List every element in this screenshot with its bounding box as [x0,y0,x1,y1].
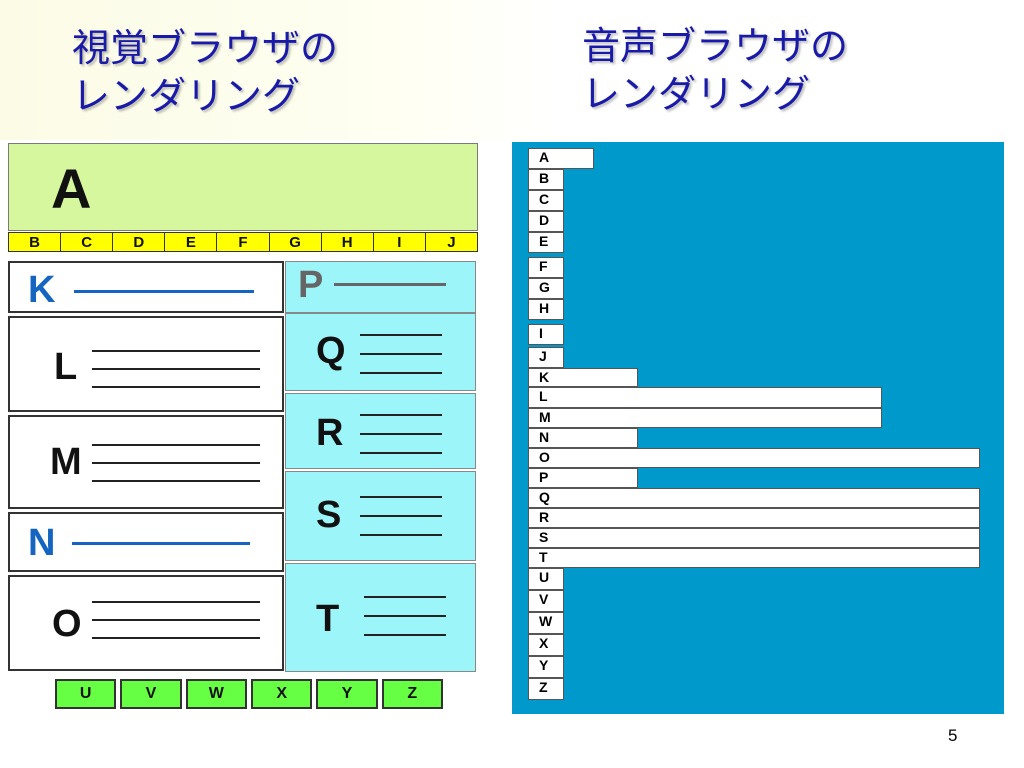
audio-item-i: I [528,324,564,345]
text-line [360,515,442,517]
audio-item-c: C [528,190,564,211]
page-number: 5 [948,726,958,745]
nav-item[interactable]: E [165,232,218,252]
text-line [92,444,260,446]
footer-item[interactable]: X [250,679,313,709]
audio-item-p: P [528,468,638,488]
heading-line [74,290,254,293]
text-line [360,414,442,416]
audio-item-r: R [528,508,980,528]
audio-item-q: Q [528,488,980,508]
block-letter: M [50,441,82,483]
nav-item[interactable]: C [61,232,114,252]
audio-item-x: X [528,634,564,656]
audio-item-f: F [528,257,564,278]
block-letter: Q [316,330,346,372]
text-line [92,386,260,388]
block-letter: S [316,494,342,536]
text-line [360,452,442,454]
audio-rendering-title: 音声ブラウザの レンダリング [582,24,849,116]
text-line [92,601,260,603]
text-line [360,496,442,498]
text-line [360,534,442,536]
text-line [92,480,260,482]
text-block-r: R [285,393,476,469]
audio-item-o: O [528,448,980,468]
audio-item-j: J [528,347,564,368]
block-letter: L [54,346,78,388]
footer-item[interactable]: U [55,679,117,709]
text-block-t: T [285,563,476,672]
heading-block-n: N [8,512,284,572]
nav-item[interactable]: I [373,232,426,252]
heading-letter: K [28,269,56,311]
audio-item-e: E [528,232,564,253]
nav-item[interactable]: D [113,232,166,252]
text-line [360,353,442,355]
visual-rendering-title: 視覚ブラウザの レンダリング [72,26,339,118]
header-block: A [8,143,478,231]
footer-item[interactable]: V [120,679,182,709]
text-line [92,368,260,370]
heading-block-p: P [285,261,476,313]
audio-item-v: V [528,590,564,612]
text-line [364,634,446,636]
heading-letter: P [298,264,324,306]
text-block-m: M [8,415,284,509]
block-letter: T [316,598,340,640]
text-line [360,372,442,374]
text-block-l: L [8,316,284,412]
audio-item-m: M [528,408,882,428]
audio-item-g: G [528,278,564,299]
audio-item-y: Y [528,656,564,678]
nav-item[interactable]: G [269,232,322,252]
audio-item-z: Z [528,678,564,700]
text-line [364,615,446,617]
audio-item-w: W [528,612,564,634]
audio-item-u: U [528,568,564,590]
heading-line [72,542,250,545]
heading-letter: N [28,522,56,564]
footer-item[interactable]: Z [381,679,443,709]
text-line [360,433,442,435]
text-line [92,350,260,352]
text-line [92,619,260,621]
nav-bar: B C D E F G H I J [8,232,478,252]
footer-item[interactable]: W [185,679,247,709]
audio-item-k: K [528,368,638,387]
audio-item-h: H [528,299,564,320]
nav-item[interactable]: H [321,232,374,252]
nav-item[interactable]: B [8,232,62,252]
audio-item-l: L [528,387,882,408]
text-line [92,637,260,639]
audio-item-t: T [528,548,980,568]
heading-block-k: K [8,261,284,313]
title-background [0,0,560,140]
header-letter: A [51,157,92,220]
text-block-o: O [8,575,284,671]
footer-item[interactable]: Y [316,679,378,709]
nav-item[interactable]: J [425,232,478,252]
block-letter: R [316,412,344,454]
nav-item[interactable]: F [217,232,270,252]
footer-bar: U V W X Y Z [55,679,443,709]
text-line [360,334,442,336]
audio-item-d: D [528,211,564,232]
audio-item-a: A [528,148,594,169]
heading-line [334,283,446,286]
audio-item-b: B [528,169,564,190]
text-block-s: S [285,471,476,561]
text-block-q: Q [285,313,476,391]
text-line [364,596,446,598]
audio-item-n: N [528,428,638,448]
text-line [92,462,260,464]
audio-item-s: S [528,528,980,548]
block-letter: O [52,603,82,645]
